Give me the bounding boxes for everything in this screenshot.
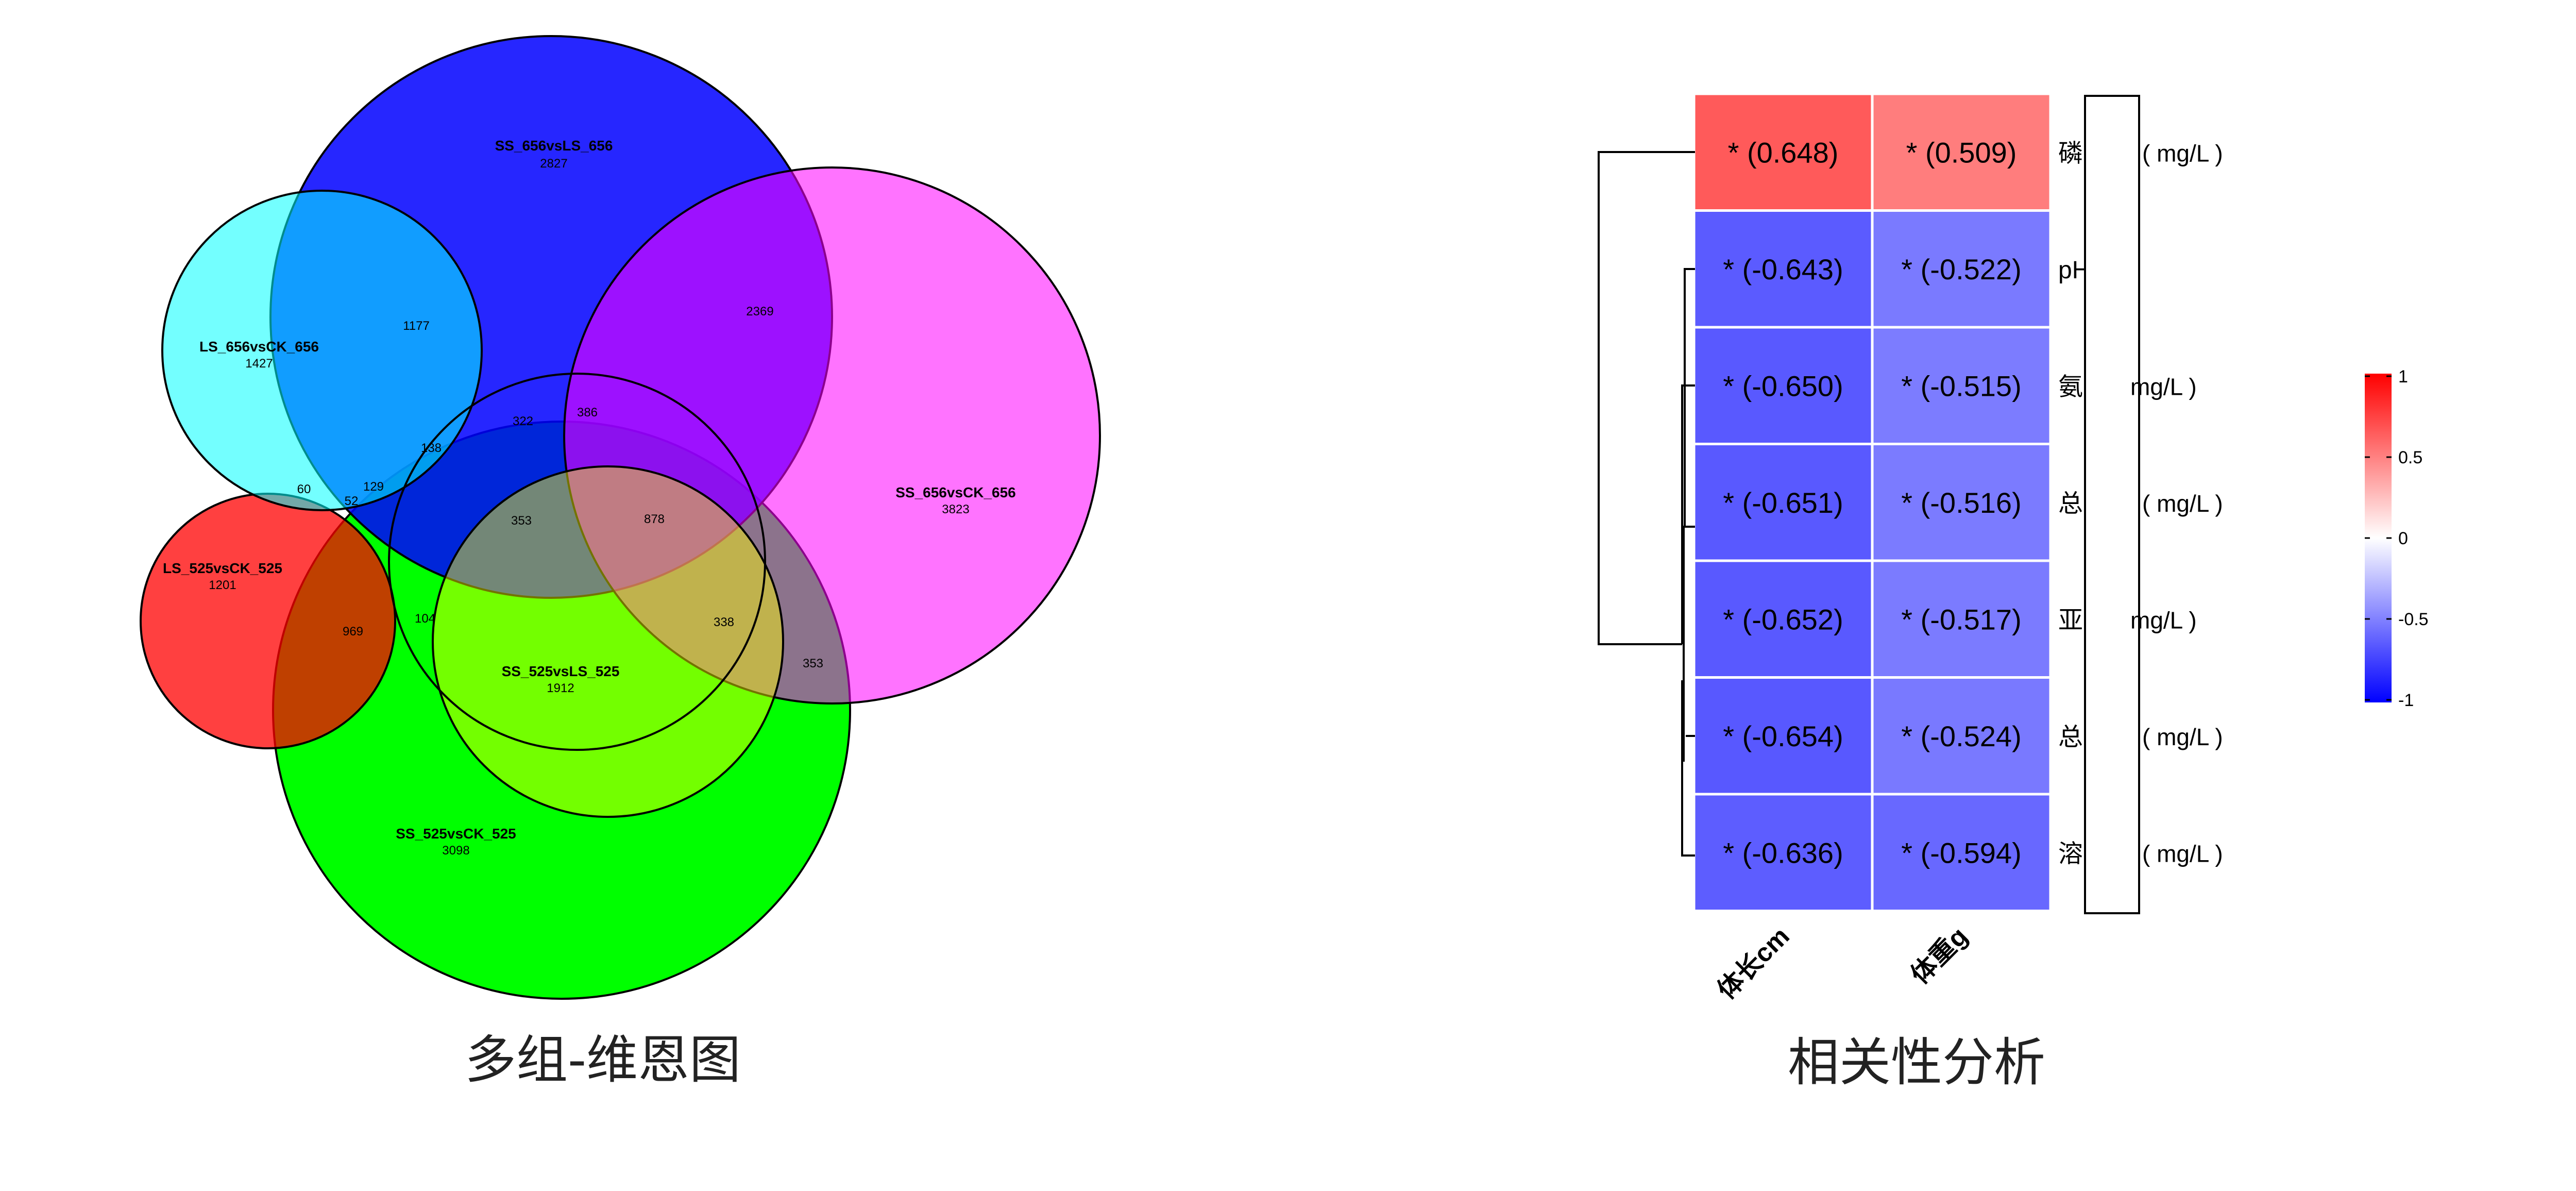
venn-circle-ls-525-vs-ck-525 bbox=[140, 493, 396, 749]
set-label: LS_525vsCK_525 bbox=[163, 560, 282, 576]
legend-tick-label: 0 bbox=[2398, 529, 2408, 548]
venn-caption: 多组-维恩图 bbox=[464, 1030, 741, 1090]
legend-tick-label: -0.5 bbox=[2398, 610, 2429, 629]
heatmap-cell bbox=[1873, 562, 2049, 676]
correlation-heatmap: * (0.648) * (0.509) * (-0.643) * (-0.522) * … bbox=[1598, 95, 2429, 1005]
heatmap-cell-label: * (-0.652) bbox=[1723, 603, 1843, 635]
venn-circle-ss-525-vs-ls-525 bbox=[432, 465, 784, 818]
heatmap-row-label: 亚 bbox=[2058, 607, 2083, 634]
heatmap-row-unit: ( mg/L ) bbox=[2142, 840, 2223, 867]
set-count: 2827 bbox=[540, 157, 567, 171]
intersection-count: 353 bbox=[803, 657, 823, 670]
intersection-count: 1177 bbox=[403, 319, 430, 333]
legend-tick-label: 0.5 bbox=[2398, 448, 2422, 467]
label-mask-box bbox=[2084, 95, 2140, 914]
set-count: 1912 bbox=[547, 681, 574, 695]
intersection-count: 878 bbox=[644, 512, 665, 526]
heatmap-row-unit: mg/L ) bbox=[2130, 373, 2197, 400]
heatmap-row-label: 总 bbox=[2058, 490, 2083, 517]
heatmap-cell-label: * (-0.515) bbox=[1901, 370, 2021, 402]
intersection-count: 386 bbox=[577, 406, 598, 420]
heatmap-cell-label: * (0.509) bbox=[1906, 136, 2017, 169]
heatmap-cell bbox=[1695, 562, 1871, 676]
heatmap-cell-label: * (-0.643) bbox=[1723, 253, 1843, 286]
set-count: 3098 bbox=[442, 844, 469, 858]
heatmap-cell-label: * (-0.650) bbox=[1723, 370, 1843, 402]
heatmap-row-unit: ( mg/L ) bbox=[2142, 724, 2223, 750]
intersection-count: 129 bbox=[363, 480, 384, 494]
heatmap-cell bbox=[1873, 328, 2049, 443]
set-label: LS_656vsCK_656 bbox=[199, 339, 319, 355]
heatmap-cells bbox=[1695, 95, 2049, 910]
heatmap-cell bbox=[1695, 679, 1871, 793]
venn-circle-ls-656-vs-ck-656 bbox=[161, 190, 483, 511]
intersection-count: 338 bbox=[714, 615, 734, 629]
heatmap-cell bbox=[1873, 795, 2049, 910]
heatmap-cell-label: * (-0.524) bbox=[1901, 720, 2021, 752]
heatmap-cell bbox=[1873, 212, 2049, 326]
intersection-count: 322 bbox=[513, 414, 533, 428]
heatmap-cell-label: * (-0.517) bbox=[1901, 603, 2021, 635]
set-label: SS_656vsCK_656 bbox=[895, 484, 1016, 500]
heatmap-row-unit: ( mg/L ) bbox=[2142, 490, 2223, 517]
heatmap-cell bbox=[1873, 445, 2049, 560]
heatmap-cell-label: * (0.648) bbox=[1728, 136, 1839, 169]
intersection-count: 52 bbox=[345, 494, 359, 508]
heatmap-unit-labels: ( mg/L ) mg/L ) ( mg/L ) mg/L ) ( mg/L ) ( mg… bbox=[2130, 140, 2223, 867]
intersection-count: 138 bbox=[421, 441, 442, 455]
heatmap-column-label: 体重g bbox=[1905, 921, 1973, 989]
heatmap-cell bbox=[1873, 95, 2049, 209]
legend-tick-label: -1 bbox=[2398, 691, 2414, 710]
heatmap-cell-label: * (-0.636) bbox=[1723, 836, 1843, 869]
intersection-count: 969 bbox=[343, 625, 363, 639]
heatmap-cell-labels: * (0.648) * (0.509) * (-0.643) * (-0.522) * … bbox=[1723, 136, 2021, 869]
heatmap-row-label: 氨 bbox=[2058, 373, 2083, 400]
heatmap-cell-label: * (-0.594) bbox=[1901, 836, 2021, 869]
heatmap-row-label: 磷 bbox=[2058, 140, 2083, 167]
heatmap-caption: 相关性分析 bbox=[1788, 1032, 2045, 1093]
color-legend-ticks: 1 0.5 0 -0.5 -1 bbox=[2365, 367, 2429, 710]
heatmap-row-unit: mg/L ) bbox=[2130, 607, 2197, 633]
heatmap-cell bbox=[1695, 445, 1871, 560]
set-count: 1201 bbox=[209, 578, 236, 592]
heatmap-column-labels: 体长cm 体重g bbox=[1711, 921, 1973, 1004]
heatmap-row-label: 总 bbox=[2058, 724, 2083, 751]
heatmap-cell-label: * (-0.522) bbox=[1901, 253, 2021, 286]
heatmap-cell bbox=[1695, 95, 1871, 209]
venn-circle-ss-656-vs-ck-656 bbox=[563, 166, 1101, 704]
heatmap-cell bbox=[1695, 795, 1871, 910]
row-dendrogram bbox=[1598, 151, 1695, 857]
heatmap-cell bbox=[1695, 328, 1871, 443]
heatmap-cell-label: * (-0.516) bbox=[1901, 487, 2021, 519]
heatmap-cell bbox=[1873, 679, 2049, 793]
heatmap-cell-label: * (-0.651) bbox=[1723, 487, 1843, 519]
set-count: 1427 bbox=[245, 357, 273, 371]
legend-tick-label: 1 bbox=[2398, 367, 2408, 387]
heatmap-row-unit: ( mg/L ) bbox=[2142, 140, 2223, 166]
heatmap-cell bbox=[1695, 212, 1871, 326]
heatmap-row-label: 溶 bbox=[2058, 840, 2083, 867]
intersection-count: 104 bbox=[415, 612, 435, 626]
intersection-count: 2369 bbox=[746, 305, 773, 318]
intersection-count: 60 bbox=[297, 482, 311, 496]
set-label: SS_525vsCK_525 bbox=[396, 826, 516, 842]
set-label: SS_656vsLS_656 bbox=[495, 138, 613, 154]
heatmap-column-label: 体长cm bbox=[1711, 921, 1794, 1004]
heatmap-cell-label: * (-0.654) bbox=[1723, 720, 1843, 752]
intersection-count: 353 bbox=[511, 514, 532, 528]
set-count: 3823 bbox=[942, 502, 969, 516]
venn-circle-center-ring bbox=[388, 373, 766, 751]
venn-diagram: SS_656vsLS_656 SS_656vsCK_656 LS_656vsCK… bbox=[140, 35, 1101, 1000]
set-label: SS_525vsLS_525 bbox=[502, 663, 620, 679]
